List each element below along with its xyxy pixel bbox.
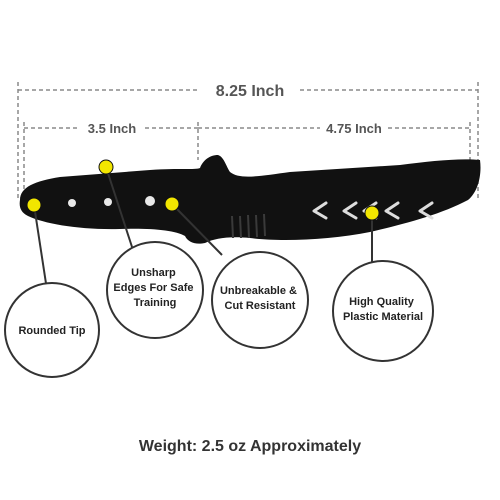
total-length-label: 8.25 Inch: [216, 83, 284, 100]
callout-text-high-quality: High Quality Plastic Material: [343, 296, 423, 323]
handle-length-label: 3.5 Inch: [88, 121, 136, 136]
handle-hole: [145, 196, 155, 206]
callout-line: Edges For Safe: [113, 282, 193, 294]
grip-ridge: [255, 214, 258, 238]
leader-unbreakable: [171, 203, 223, 256]
callout-line: Cut Resistant: [225, 300, 296, 312]
handle-hole: [68, 199, 76, 207]
callout-high-quality: [332, 260, 434, 362]
callout-circles: [4, 241, 434, 378]
grip-ridges: [231, 213, 266, 239]
callout-line: High Quality: [349, 296, 415, 308]
chevron-icon: [312, 201, 328, 220]
chevron-icon: [342, 201, 358, 220]
marker-dot: [98, 159, 114, 175]
callout-line: Unsharp: [131, 267, 176, 279]
grip-ridge: [239, 215, 242, 239]
callout-text-unbreakable: Unbreakable & Cut Resistant: [220, 285, 300, 312]
blade-length-label: 4.75 Inch: [326, 121, 382, 136]
marker-dot: [164, 196, 180, 212]
callout-text-unsharp-edges: Unsharp Edges For Safe Training: [113, 267, 196, 309]
callout-line: Unbreakable &: [220, 285, 297, 297]
grip-ridge: [247, 214, 250, 239]
callout-rounded-tip: [4, 282, 100, 378]
grip-ridge: [231, 215, 234, 239]
knife-body: [19, 155, 481, 244]
marker-dot: [26, 197, 42, 213]
leader-unsharp-edges: [105, 166, 134, 251]
callout-unsharp-edges: [106, 241, 204, 339]
weight-caption: Weight: 2.5 oz Approximately: [138, 438, 362, 455]
grip-ridge: [263, 213, 266, 237]
chevron-icon: [384, 201, 400, 220]
handle-hole: [104, 198, 112, 206]
callout-text-rounded-tip: Rounded Tip: [18, 325, 85, 337]
callout-unbreakable: [211, 251, 309, 349]
chevron-icon: [418, 201, 434, 220]
callout-line: Training: [134, 297, 177, 309]
callout-line: Rounded Tip: [18, 325, 85, 337]
markers: [26, 159, 380, 221]
leader-rounded-tip: [33, 204, 48, 291]
handle-holes: [68, 196, 155, 207]
callout-lines: [33, 166, 373, 291]
marker-dot: [364, 205, 380, 221]
callout-line: Plastic Material: [343, 311, 423, 323]
